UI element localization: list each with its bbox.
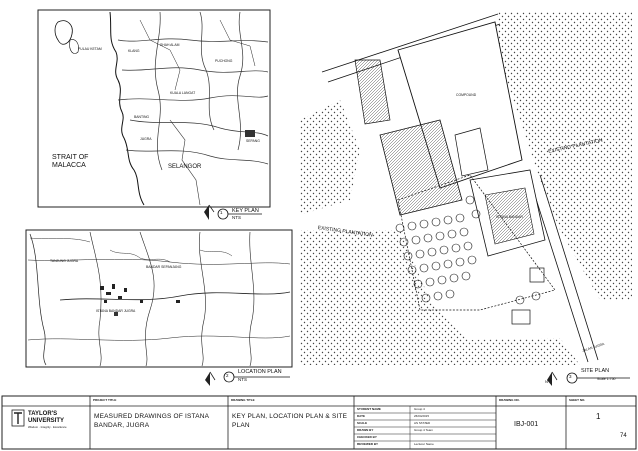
key-plan-strait-label: STRAIT OF MALACCA (52, 154, 89, 169)
info-label: REVIEWED BY (357, 442, 379, 446)
key-plan-town-label: JUGRA (140, 137, 152, 141)
key-plan-north-arrow (204, 204, 262, 220)
sheet-no: 1 (596, 412, 601, 421)
location-plan-scale: NTS (238, 377, 247, 382)
info-label: DATE (357, 414, 365, 418)
site-plan-number: 3 (569, 374, 572, 379)
key-plan-map (37, 9, 271, 208)
site-plan-north-label: N (545, 379, 548, 384)
logo-text-university: UNIVERSITY (28, 418, 65, 424)
location-plan-title: LOCATION PLAN (238, 369, 282, 375)
project-title: MEASURED DRAWINGS OF ISTANA BANDAR, JUGR… (94, 413, 209, 429)
site-plan-building-label: ISTANA BANDAR (496, 215, 523, 219)
taylors-logo-mark (11, 409, 25, 427)
site-plan-scale: Scale 1:750 (597, 377, 616, 381)
info-value: Group 4 Team (414, 428, 433, 432)
info-value: Lecturer Name (414, 442, 434, 446)
key-plan-town-label: KUALA LANGAT (170, 91, 196, 95)
logo-tagline: Wisdom · Integrity · Excellence (28, 425, 67, 429)
location-plan-number: 2 (226, 373, 229, 378)
key-plan-scale: NTS (232, 215, 241, 220)
key-plan-town-label: PUCHONG (215, 59, 233, 63)
info-value: Group 4 (414, 407, 425, 411)
key-plan-title: KEY PLAN (232, 208, 259, 214)
key-plan-town-label: SHAH ALAM (160, 43, 180, 47)
drawing-title-header: DRAWING TITLE (231, 398, 255, 402)
title-block-frame (1, 395, 637, 450)
key-plan-town-label: BANTING (134, 115, 150, 119)
drawing-no: IBJ-001 (514, 421, 539, 428)
info-label: DRAWN BY (357, 428, 374, 432)
info-label: SCALE (357, 421, 368, 425)
key-plan-selangor-label: SELANGOR (168, 164, 202, 170)
page-number: 74 (620, 433, 627, 439)
project-title-header: PROJECT TITLE (93, 398, 117, 402)
site-plan-north-arrow (547, 371, 630, 386)
info-label: CHECKED BY (357, 435, 377, 439)
key-plan-town-label: PULAU KETAM (78, 47, 102, 51)
location-plan-place-label: ISTANA BANDAR JUGRA (96, 309, 136, 313)
sheet-no-header: SHEET NO. (569, 398, 586, 402)
info-label: STUDENT NAME (357, 407, 381, 411)
info-value: 26/04/2015 (414, 414, 430, 418)
site-plan-drawing (300, 12, 632, 365)
site-plan-title: SITE PLAN (581, 368, 610, 374)
drawing-title: KEY PLAN, LOCATION PLAN & SITE PLAN (232, 413, 348, 429)
drawing-no-header: DRAWING NO. (499, 398, 520, 402)
location-plan-place-label: TANJUNG JUGRA (50, 259, 79, 263)
location-plan-north-arrow (205, 371, 290, 386)
key-plan-town-label: KLANG (128, 49, 140, 53)
site-plan-compound-label: COMPOUND (456, 93, 477, 97)
info-value: AS STATED (414, 421, 431, 425)
key-plan-town-label: SEPANG (246, 139, 260, 143)
logo-text-taylors: TAYLOR'S (28, 411, 58, 417)
key-plan-number: 1 (220, 210, 223, 215)
site-plan-trees (395, 195, 541, 305)
location-plan-place-label: BANDAR SEPANJANG (146, 265, 182, 269)
location-plan-map (25, 229, 293, 368)
